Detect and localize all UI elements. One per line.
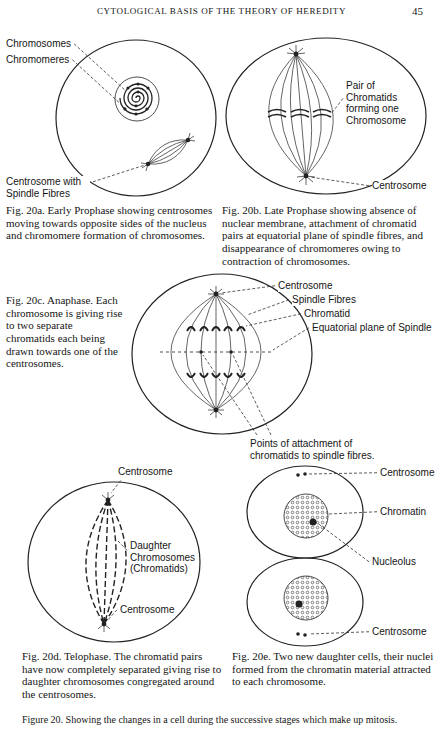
leader-line — [331, 98, 343, 114]
leader-line — [309, 473, 377, 474]
late-prophase-cell — [226, 38, 426, 194]
aster-rays — [208, 286, 224, 418]
leader-line — [93, 165, 145, 182]
leader-line — [273, 328, 309, 350]
leader-line — [118, 541, 127, 550]
chromatids — [187, 327, 245, 377]
cell-outline — [56, 40, 216, 196]
chromomere — [136, 82, 139, 85]
centrosome — [146, 162, 150, 166]
part-label: Centrosome — [278, 280, 332, 292]
leader-line — [246, 314, 301, 326]
chromatid-pairs — [268, 110, 331, 118]
cell-outline — [247, 558, 363, 646]
centrosome — [304, 174, 309, 179]
chromosome-spiral — [120, 84, 152, 114]
part-label: Centrosome — [372, 626, 426, 638]
part-label: Spindle Fibres — [292, 294, 356, 306]
anaphase-cell — [132, 274, 312, 434]
sub-caption: Fig. 20b. Late Prophase showing absence … — [222, 204, 436, 267]
leader-line — [107, 610, 117, 621]
leader-line — [329, 512, 377, 514]
centrosome — [186, 138, 190, 142]
leader-line — [309, 632, 369, 634]
sub-caption: Fig. 20c. Anaphase. Each chromosome is g… — [6, 294, 124, 370]
part-label: Daughter Chromosomes (Chromatids) — [130, 540, 196, 575]
part-label: Chromatid — [304, 308, 350, 320]
part-label: Centrosome — [120, 604, 174, 616]
leader-line — [247, 300, 289, 315]
equatorial-plane — [160, 352, 272, 353]
aster-rays — [141, 133, 195, 171]
spindle-fibres — [269, 54, 333, 176]
part-label: Centrosome — [372, 180, 426, 192]
leader-line — [111, 481, 121, 494]
centrosome — [303, 633, 307, 637]
nucleus — [284, 494, 328, 538]
chromomere — [134, 112, 137, 115]
nucleolus — [310, 519, 317, 526]
part-label: Equatorial plane of Spindle — [312, 322, 432, 334]
cell-outline — [28, 482, 200, 642]
leader-line — [316, 522, 369, 562]
telophase-cell — [28, 482, 200, 642]
chromomere — [145, 107, 148, 110]
chromomere — [146, 86, 149, 89]
nuclear-membrane — [115, 77, 159, 121]
nucleus — [284, 576, 328, 620]
cell-outline — [226, 38, 426, 194]
part-label: Pair of Chromatids forming one Chromosom… — [346, 80, 412, 126]
chromomere — [137, 91, 140, 94]
small-spindle — [148, 140, 188, 164]
leader-line — [310, 177, 369, 186]
part-label: Centrosome — [118, 466, 172, 478]
sub-caption: Fig. 20d. Telophase. The chromatid pairs… — [22, 650, 222, 701]
centrosome — [214, 292, 219, 297]
leader-line — [221, 286, 275, 293]
part-label: Nucleolus — [372, 556, 416, 568]
cell-outline — [132, 274, 312, 434]
sub-caption: Fig. 20e. Two new daughter cells, their … — [232, 650, 436, 688]
attachment-point — [199, 350, 203, 354]
page-header: CYTOLOGICAL BASIS OF THE THEORY OF HERED… — [0, 6, 443, 17]
centrosome — [294, 52, 299, 57]
part-label: Centrosome with Spindle Fibres — [6, 176, 90, 199]
attachment-point — [229, 350, 233, 354]
daughter-cells — [247, 466, 363, 646]
leader-line — [72, 60, 125, 108]
part-label: Centrosome — [380, 467, 434, 479]
aster-rays — [98, 492, 114, 632]
part-label: Points of attachment of chromatids to sp… — [250, 438, 390, 461]
chromomere-beads — [123, 82, 149, 115]
leader-line — [233, 355, 271, 435]
chromomere — [135, 105, 138, 108]
part-label: Chromosomes — [6, 38, 71, 50]
sub-caption: Fig. 20a. Early Prophase showing centros… — [6, 204, 216, 242]
leader-line — [74, 44, 126, 91]
early-prophase-cell — [56, 40, 216, 196]
centrosome — [296, 632, 300, 636]
centrosome — [303, 472, 307, 476]
leader-lines — [72, 44, 377, 634]
part-label: Chromomeres — [6, 54, 69, 66]
part-label: Chromatin — [380, 506, 426, 518]
centrosome — [102, 622, 107, 627]
page-number: 45 — [412, 5, 423, 18]
figure-caption: Figure 20. Showing the changes in a cell… — [22, 714, 422, 726]
chromomere — [126, 86, 129, 89]
nucleolus — [296, 601, 303, 608]
centrosome — [296, 473, 300, 477]
centrosome — [106, 498, 111, 503]
centrosome — [214, 408, 219, 413]
cell-outline — [247, 466, 363, 558]
leader-line — [203, 355, 257, 435]
